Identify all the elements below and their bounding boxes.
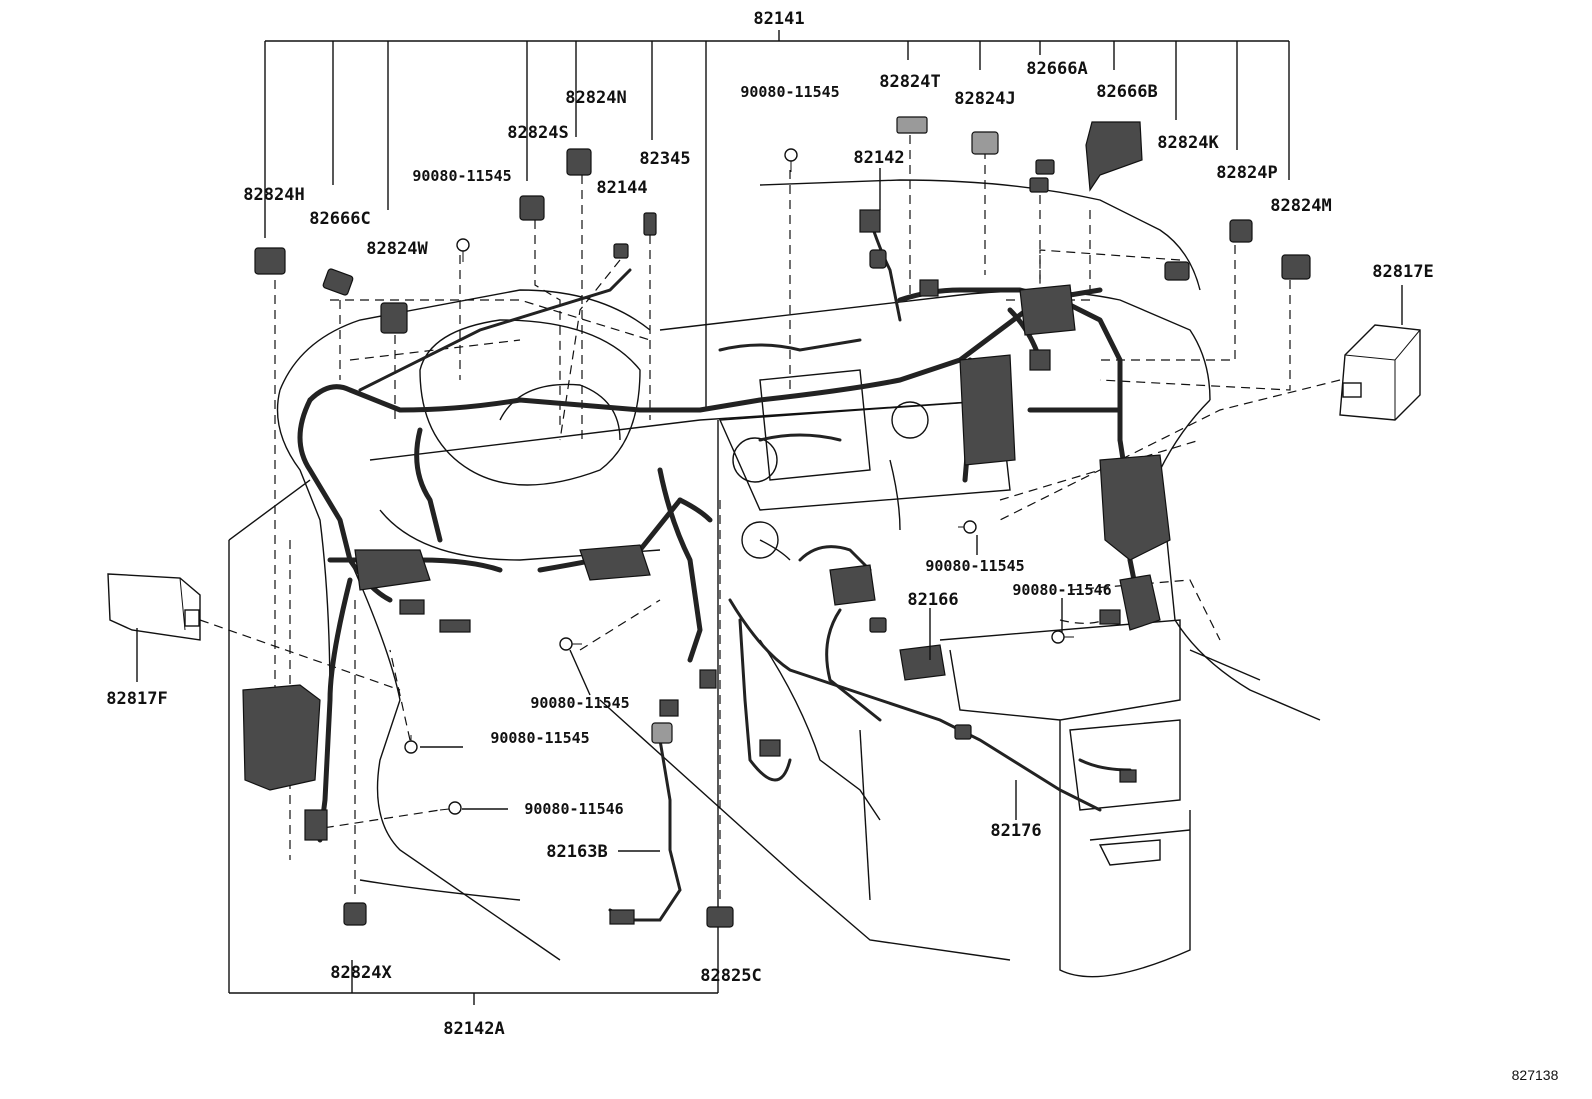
label-82824J: 82824J [954, 89, 1015, 109]
label-82666B: 82666B [1096, 82, 1157, 102]
bracket-82142A [228, 420, 719, 1005]
cover-82817E [1339, 324, 1421, 421]
label-90080-11546-right: 90080-11546 [1012, 581, 1111, 599]
connector-82825C-icon [706, 906, 734, 928]
label-82666C: 82666C [309, 209, 370, 229]
label-82817E: 82817E [1372, 262, 1433, 282]
dashboard-outline [276, 179, 1321, 978]
label-82824H: 82824H [243, 185, 304, 205]
label-90080-11546-lower-left: 90080-11546 [524, 800, 623, 818]
bolt-icon [404, 735, 418, 754]
bolt-icon [1051, 630, 1074, 644]
label-90080-11545-left: 90080-11545 [412, 167, 511, 185]
label-82166: 82166 [907, 590, 958, 610]
connector-82824J-icon [971, 131, 999, 155]
connector-82176-icon [954, 724, 972, 740]
label-82824X: 82824X [330, 963, 392, 983]
bracket-82141 [264, 30, 1290, 410]
label-82142A: 82142A [443, 1019, 504, 1039]
connector-icons [254, 116, 1311, 928]
connector-82824P-icon [1229, 219, 1253, 243]
label-82163B: 82163B [546, 842, 607, 862]
connector-82824T-icon [896, 116, 928, 134]
label-82142: 82142 [853, 148, 904, 168]
label-82666A: 82666A [1026, 59, 1087, 79]
label-82345: 82345 [639, 149, 690, 169]
callout-leaders [136, 168, 1403, 852]
connector-82163B-icon [651, 722, 673, 744]
connector-82666B-icon [1085, 121, 1143, 192]
label-90080-11545-lower-left: 90080-11545 [490, 729, 589, 747]
label-82144: 82144 [596, 178, 647, 198]
label-82824S: 82824S [507, 123, 568, 143]
label-82824N: 82824N [565, 88, 626, 108]
label-82824T: 82824T [879, 72, 940, 92]
bolt-icon [439, 801, 462, 815]
connector-82824K-icon [1164, 261, 1190, 281]
connector-82666C-icon [322, 268, 354, 296]
connector-82824X-icon [343, 902, 367, 926]
connector-82824N-icon [566, 148, 592, 176]
connector-82824S-icon [519, 195, 545, 221]
label-90080-11545-mid-right: 90080-11545 [925, 557, 1024, 575]
connector-82824M-icon [1281, 254, 1311, 280]
connector-82666A-b-icon [1029, 177, 1049, 193]
connector-82166-icon [869, 617, 887, 633]
part-labels: 82141 82824N 82824S 82345 90080-11545 82… [106, 9, 1558, 1083]
connector-82144-icon [613, 243, 629, 259]
bolt-icon [784, 148, 798, 172]
leader-lines [199, 135, 1341, 900]
connector-82345-icon [643, 212, 657, 236]
bolts [404, 148, 1074, 815]
label-90080-11545-top: 90080-11545 [740, 83, 839, 101]
label-82824W: 82824W [366, 239, 428, 259]
label-82824M: 82824M [1270, 196, 1331, 216]
connector-82824W-icon [380, 302, 408, 334]
bolt-icon [958, 520, 977, 534]
label-82176: 82176 [990, 821, 1041, 841]
connector-82824H-icon [254, 247, 286, 275]
bolt-icon [559, 637, 582, 651]
label-82141: 82141 [753, 9, 804, 29]
connector-82142-icon [869, 249, 887, 269]
label-82817F: 82817F [106, 689, 167, 709]
label-82825C: 82825C [700, 966, 761, 986]
bolt-icon [456, 238, 470, 262]
label-82824K: 82824K [1157, 133, 1219, 153]
harness-blocks [242, 209, 1171, 925]
label-90080-11545-center: 90080-11545 [530, 694, 629, 712]
reference-number: 827138 [1512, 1067, 1559, 1083]
cover-82817F [107, 573, 201, 641]
label-82824P: 82824P [1216, 163, 1277, 183]
connector-82666A-icon [1035, 159, 1055, 175]
